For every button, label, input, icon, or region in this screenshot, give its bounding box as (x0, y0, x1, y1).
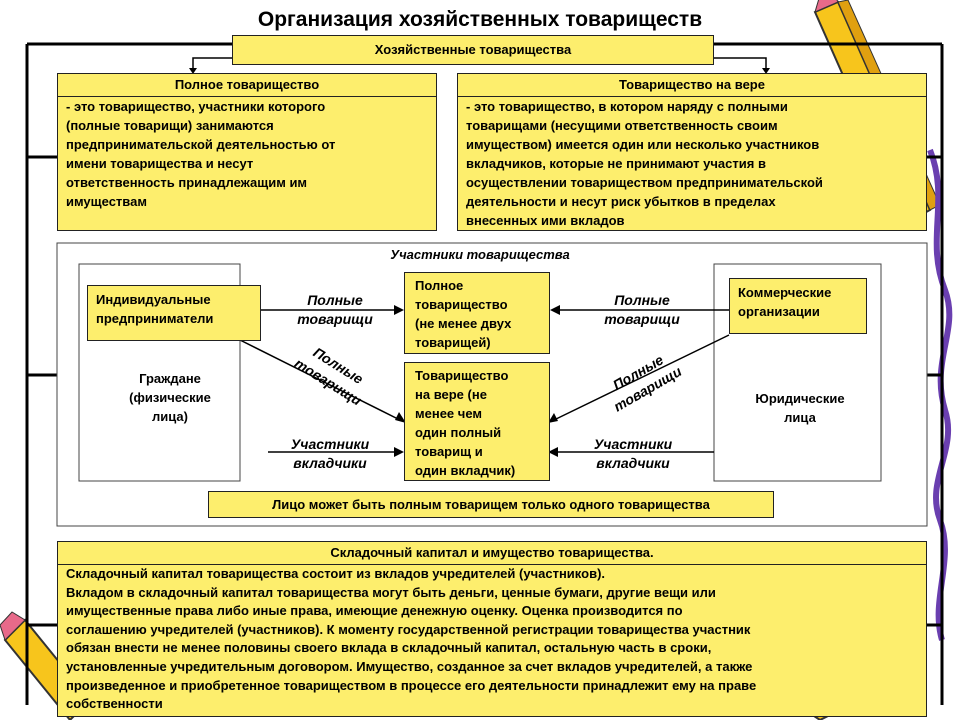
citizens-label: Граждане (физические лица) (129, 371, 211, 424)
participant-arrows (239, 309, 730, 453)
commercial-orgs-box: Коммерческие организации (729, 278, 867, 334)
full-partnership-definition: - это товарищество, участники которого (… (66, 99, 336, 209)
single-partnership-note: Лицо может быть полным товарищем только … (208, 491, 774, 518)
legal-entities-label: Юридические лица (755, 391, 845, 425)
limited-partnership-panel: Товарищество на вере - это товарищество,… (457, 73, 927, 231)
full-partnership-center-box: Полное товарищество (не менее двух товар… (404, 272, 550, 354)
individual-entrepreneurs-box: Индивидуальные предприниматели (87, 285, 261, 341)
economic-partnerships-box: Хозяйственные товарищества (232, 35, 714, 65)
capital-text: Складочный капитал товарищества состоит … (66, 566, 757, 712)
contributors-left-label: Участники вкладчики (290, 436, 370, 471)
frame-lines (25, 42, 944, 705)
purple-squiggle-icon (927, 148, 953, 641)
contributors-right-label: Участники вкладчики (593, 436, 673, 471)
participants-heading: Участники товарищества (390, 247, 570, 262)
full-partnership-heading: Полное товарищество (58, 74, 436, 97)
limited-partnership-center-box: Товарищество на вере (не менее чем один … (404, 362, 550, 481)
page-title: Организация хозяйственных товариществ (257, 8, 703, 31)
capital-heading: Складочный капитал и имущество товарищес… (58, 542, 926, 565)
full-partners-left-label: Полные товарищи (297, 292, 373, 327)
full-partnership-panel: Полное товарищество - это товарищество, … (57, 73, 437, 231)
top-connectors (192, 57, 767, 70)
limited-partnership-heading: Товарищество на вере (458, 74, 926, 97)
limited-partnership-definition: - это товарищество, в котором наряду с п… (466, 99, 823, 228)
capital-panel: Складочный капитал и имущество товарищес… (57, 541, 927, 717)
full-partners-right-label: Полные товарищи (604, 292, 680, 327)
